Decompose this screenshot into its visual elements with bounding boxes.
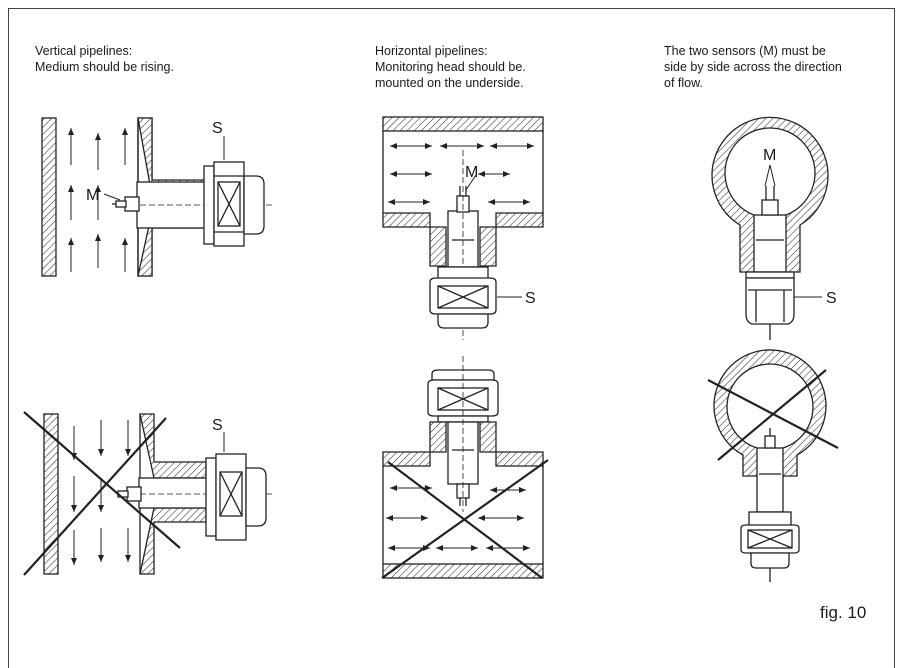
cross-out-vertical — [23, 411, 181, 576]
sensor-ring-wrong — [707, 349, 839, 582]
vertical-pipe-correct — [41, 117, 272, 277]
horizontal-pipe-correct — [382, 116, 544, 340]
cross-out-horizontal — [381, 459, 549, 579]
label-s-vertical-correct: S — [212, 120, 223, 137]
label-m-horizontal: M — [465, 164, 478, 181]
caption-vertical-pipelines: Vertical pipelines: Medium should be ris… — [35, 44, 174, 74]
label-s-ring: S — [826, 290, 837, 307]
cross-out-ring — [707, 369, 839, 461]
caption-horizontal-pipelines: Horizontal pipelines: Monitoring head sh… — [375, 44, 526, 90]
figure-frame — [8, 8, 895, 668]
vertical-pipe-wrong — [23, 411, 272, 576]
caption-sensor-orientation: The two sensors (M) must be side by side… — [664, 44, 842, 90]
label-m-ring: M — [763, 147, 776, 164]
label-m-vertical-correct: M — [86, 187, 99, 204]
sensor-ring-correct — [711, 116, 829, 340]
figure-label: fig. 10 — [820, 603, 867, 622]
horizontal-pipe-wrong — [381, 356, 549, 579]
label-s-horizontal: S — [525, 290, 536, 307]
label-s-vertical-wrong: S — [212, 417, 223, 434]
